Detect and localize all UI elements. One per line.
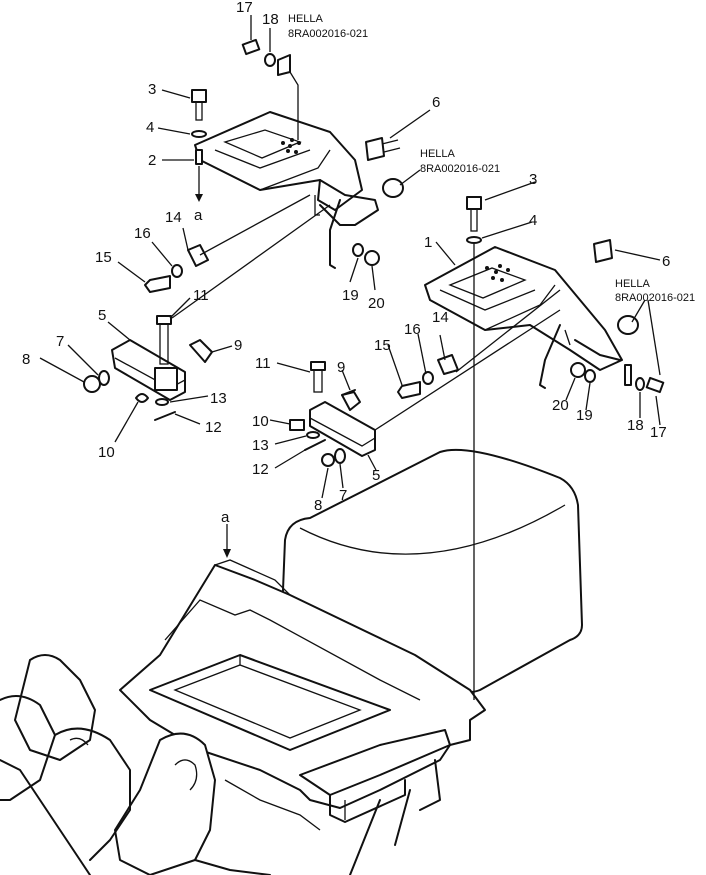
callout-5: 5 <box>98 307 106 324</box>
left-hinge <box>111 339 213 401</box>
callout-15: 15 <box>374 337 391 354</box>
hella-note-mid-line1: HELLA <box>420 148 456 160</box>
callout-14: 14 <box>165 209 182 226</box>
hella-note-right-line2: 8RA002016-021 <box>615 292 695 304</box>
callout-6: 6 <box>432 94 440 111</box>
callout-13: 13 <box>210 390 227 407</box>
callout-13: 13 <box>252 437 269 454</box>
callout-14: 14 <box>432 309 449 326</box>
hella-note-top-line1: HELLA <box>288 13 324 25</box>
callout-20: 20 <box>368 295 385 312</box>
callout-1: 1 <box>424 234 432 251</box>
callout-16: 16 <box>404 321 421 338</box>
callout-12: 12 <box>205 419 222 436</box>
callout-9: 9 <box>337 359 345 376</box>
callout-7: 7 <box>339 487 347 504</box>
callout-19: 19 <box>342 287 359 304</box>
callout-7: 7 <box>56 333 64 350</box>
callout-8: 8 <box>314 497 322 514</box>
fasteners <box>83 38 665 467</box>
hella-notes: HELLA 8RA002016-021 HELLA 8RA002016-021 … <box>288 13 695 304</box>
callout-3: 3 <box>148 81 156 98</box>
callout-19: 19 <box>576 407 593 424</box>
machine-frame <box>0 448 583 875</box>
left-mounting-bracket <box>194 111 379 269</box>
callout-4: 4 <box>146 119 154 136</box>
callout-4: 4 <box>529 212 537 229</box>
leader-lines <box>39 15 661 700</box>
callout-a: a <box>194 207 203 224</box>
callout-15: 15 <box>95 249 112 266</box>
callout-20: 20 <box>552 397 569 414</box>
callout-12: 12 <box>252 461 269 478</box>
callout-2: 2 <box>148 152 156 169</box>
callout-6: 6 <box>662 253 670 270</box>
callout-17: 17 <box>650 424 667 441</box>
callout-3: 3 <box>529 171 537 188</box>
callout-8: 8 <box>22 351 30 368</box>
callout-18: 18 <box>627 417 644 434</box>
callout-11: 11 <box>193 287 209 304</box>
hella-note-top-line2: 8RA002016-021 <box>288 28 368 40</box>
right-hinge <box>309 391 376 457</box>
callout-17: 17 <box>236 0 253 16</box>
callout-10: 10 <box>98 444 115 461</box>
hella-note-right-line1: HELLA <box>615 278 651 290</box>
callout-16: 16 <box>134 225 151 242</box>
callout-a: a <box>221 509 230 526</box>
hella-note-mid-line2: 8RA002016-021 <box>420 163 500 175</box>
callout-10: 10 <box>252 413 269 430</box>
callout-9: 9 <box>234 337 242 354</box>
callout-11: 11 <box>255 355 271 372</box>
callout-labels: 17 18 3 4 2 a 6 14 16 15 19 20 3 4 1 6 5… <box>22 0 670 526</box>
callout-5: 5 <box>372 467 380 484</box>
callout-18: 18 <box>262 11 279 28</box>
